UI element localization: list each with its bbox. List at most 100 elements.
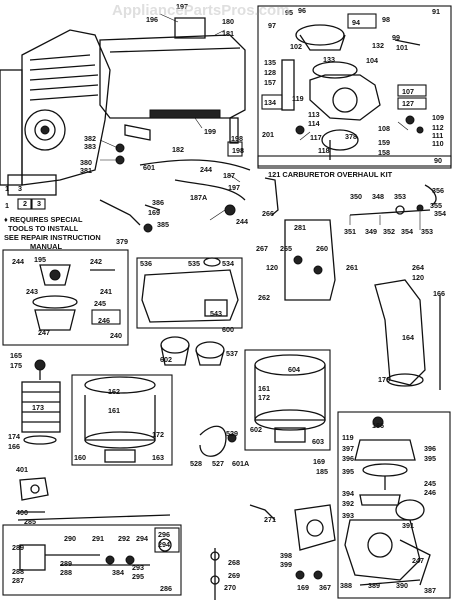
svg-text:119: 119 — [292, 94, 304, 103]
air-cleaner-604 — [254, 354, 326, 443]
box-536 — [136, 257, 243, 329]
svg-text:265: 265 — [280, 244, 292, 253]
svg-text:133: 133 — [323, 55, 335, 64]
svg-text:348: 348 — [372, 192, 384, 201]
svg-text:268: 268 — [228, 558, 240, 567]
svg-text:182: 182 — [172, 145, 184, 154]
svg-text:159: 159 — [378, 138, 390, 147]
svg-text:296: 296 — [158, 530, 170, 539]
svg-text:289: 289 — [12, 543, 24, 552]
box-107 — [397, 84, 427, 97]
svg-text:286: 286 — [160, 584, 172, 593]
carburetor-kit-note: 121 CARBURETOR OVERHAUL KIT — [268, 170, 393, 179]
box-134 — [261, 94, 283, 110]
svg-text:108: 108 — [378, 124, 390, 133]
svg-text:536: 536 — [140, 259, 152, 268]
svg-text:391: 391 — [402, 521, 414, 530]
svg-text:381: 381 — [80, 166, 92, 175]
svg-text:120: 120 — [266, 263, 278, 272]
svg-text:602: 602 — [160, 355, 172, 364]
svg-text:367: 367 — [319, 583, 331, 592]
svg-text:187A: 187A — [190, 193, 207, 202]
note-line-1: ♦ REQUIRES SPECIAL — [4, 215, 83, 224]
carburetor-387-parts — [344, 416, 431, 586]
box-127 — [397, 97, 427, 110]
svg-text:384: 384 — [112, 568, 124, 577]
svg-text:295: 295 — [132, 572, 144, 581]
svg-text:290: 290 — [64, 534, 76, 543]
svg-text:281: 281 — [294, 223, 306, 232]
svg-text:132: 132 — [372, 41, 384, 50]
svg-text:352: 352 — [383, 227, 395, 236]
box-91-label: 91 — [432, 7, 440, 16]
svg-text:386: 386 — [152, 198, 164, 207]
svg-text:246: 246 — [424, 488, 436, 497]
svg-text:114: 114 — [308, 119, 320, 128]
svg-text:293: 293 — [132, 563, 144, 572]
svg-text:101: 101 — [396, 43, 408, 52]
svg-text:291: 291 — [92, 534, 104, 543]
svg-text:172: 172 — [152, 430, 164, 439]
leader-lines — [99, 13, 421, 230]
governor-parts — [19, 538, 172, 571]
svg-text:379: 379 — [116, 237, 128, 246]
svg-text:169: 169 — [313, 457, 325, 466]
svg-text:260: 260 — [316, 244, 328, 253]
linkage-parts — [264, 177, 437, 301]
svg-text:173: 173 — [32, 403, 44, 412]
svg-text:247: 247 — [38, 328, 50, 337]
svg-text:158: 158 — [378, 148, 390, 157]
air-cleaner-161 — [84, 376, 156, 463]
svg-text:169: 169 — [148, 208, 160, 217]
svg-text:134: 134 — [264, 98, 276, 107]
svg-text:240: 240 — [110, 331, 122, 340]
instruction-note: ♦ REQUIRES SPECIAL TOOLS TO INSTALL SEE … — [4, 215, 101, 251]
svg-text:244: 244 — [236, 217, 248, 226]
svg-text:163: 163 — [152, 453, 164, 462]
svg-text:187: 187 — [223, 171, 235, 180]
svg-text:395: 395 — [424, 454, 436, 463]
svg-text:349: 349 — [365, 227, 377, 236]
svg-text:172: 172 — [258, 393, 270, 402]
fuel-tank — [99, 17, 246, 119]
svg-text:181: 181 — [222, 29, 234, 38]
svg-text:355: 355 — [430, 201, 442, 210]
throttle-cable — [210, 504, 276, 600]
svg-text:199: 199 — [204, 127, 216, 136]
svg-text:111: 111 — [432, 131, 443, 140]
svg-text:185: 185 — [316, 467, 328, 476]
air-cleaner-173 — [21, 359, 61, 445]
svg-text:244: 244 — [12, 257, 24, 266]
svg-text:174: 174 — [8, 432, 20, 441]
breather-tube — [199, 425, 237, 457]
svg-text:529: 529 — [226, 429, 238, 438]
svg-text:285: 285 — [24, 517, 36, 526]
watermark: AppliancePartsPros.com — [112, 2, 290, 19]
svg-text:241: 241 — [100, 287, 112, 296]
fuel-tank-small — [141, 257, 239, 366]
svg-text:389: 389 — [368, 581, 380, 590]
box-296 — [154, 527, 180, 553]
svg-text:354: 354 — [401, 227, 413, 236]
svg-text:288: 288 — [12, 567, 24, 576]
box-160 — [71, 374, 173, 466]
svg-text:527: 527 — [212, 459, 224, 468]
svg-text:400: 400 — [16, 508, 28, 517]
box-94 — [347, 13, 377, 29]
svg-text:294: 294 — [158, 540, 170, 549]
svg-text:600: 600 — [222, 325, 234, 334]
fuel-pump-parts — [32, 264, 121, 331]
intake-elbow — [374, 279, 441, 390]
svg-text:186: 186 — [372, 421, 384, 430]
fuel-pump-398 — [294, 504, 336, 580]
svg-text:166: 166 — [8, 442, 20, 451]
engine-block-assembly — [0, 29, 111, 196]
svg-text:399: 399 — [280, 560, 292, 569]
svg-text:242: 242 — [90, 257, 102, 266]
svg-text:164: 164 — [402, 333, 414, 342]
gasket-401 — [17, 477, 171, 521]
svg-text:1: 1 — [5, 184, 9, 193]
svg-text:3: 3 — [18, 184, 22, 193]
svg-text:180: 180 — [222, 17, 234, 26]
